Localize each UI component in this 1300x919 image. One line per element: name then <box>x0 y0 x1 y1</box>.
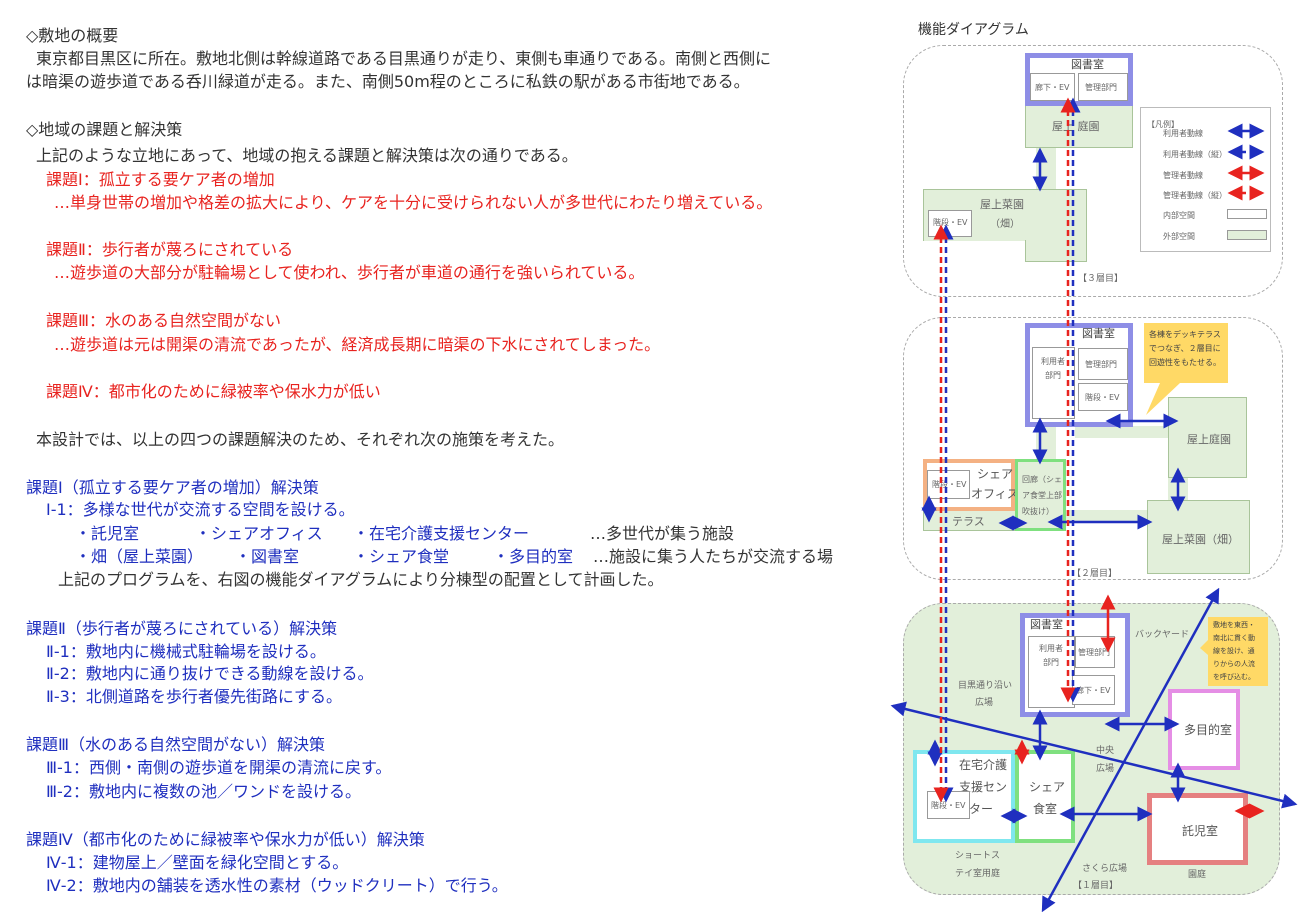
floor-label: 【３層目】 <box>1078 274 1124 284</box>
diagram-title: 機能ダイアグラム <box>918 22 1029 38</box>
legend-title: 【凡例】 <box>1147 120 1179 129</box>
deck <box>1075 426 1175 438</box>
program-item: ・シェアオフィス <box>195 524 323 543</box>
solution-item: Ⅰ-1：多様な世代が交流する空間を設ける。 <box>46 500 355 519</box>
issues-heading: ◇地域の課題と解決策 <box>26 120 183 139</box>
floor2-panel <box>903 317 1283 580</box>
callout-text: 回遊性をもたせる。 <box>1149 358 1221 367</box>
roof-farm-2f: 屋上菜園（畑） <box>1147 500 1250 574</box>
callout-2f: 各棟をデッキテラス でつなぎ、２層目に 回遊性をもたせる。 <box>1144 323 1228 383</box>
callout-text: を呼び込む。 <box>1213 673 1255 681</box>
legend-swatch-exterior <box>1227 230 1267 240</box>
short-stay-label: テイ室用庭 <box>955 869 1001 879</box>
legend-swatch-interior <box>1227 209 1267 219</box>
short-stay-label: ショートス <box>955 851 1001 861</box>
label: 管理部門 <box>1085 360 1117 369</box>
legend-item: 内部空間 <box>1163 211 1195 220</box>
program-item: ・シェア食堂 <box>353 547 450 566</box>
site-heading: ◇敷地の概要 <box>26 26 119 45</box>
admin-box: 管理部門 <box>1078 348 1128 380</box>
issues-intro: 上記のような立地にあって、地域の抱える課題と解決策は次の通りである。 <box>36 146 578 165</box>
solution-item: Ⅳ-2：敷地内の舗装を透水性の素材（ウッドクリート）で行う。 <box>46 876 508 895</box>
program-item: ・在宅介護支援センター <box>353 524 530 543</box>
floor-label: 【２層目】 <box>1072 569 1118 579</box>
solution-item: Ⅲ-2：敷地内に複数の池／ワンドを設ける。 <box>46 782 361 801</box>
issue-title: 課題Ⅱ：歩行者が蔑ろにされている <box>46 240 294 259</box>
roof-garden-2f: 屋上庭園 <box>1168 397 1247 478</box>
program-note: …多世代が集う施設 <box>590 524 735 543</box>
issue-detail: …単身世帯の増加や格差の拡大により、ケアを十分に受けられない人が多世代にわたり増… <box>54 193 773 212</box>
label: オフィス <box>971 487 1019 501</box>
site-text: 東京都目黒区に所在。敷地北側は幹線道路である目黒通りが走り、東側も車通りである。… <box>36 49 772 68</box>
label: ア食堂上部 <box>1022 491 1062 500</box>
program-note: …施設に集う人たちが交流する場 <box>593 547 834 566</box>
label: 管理部門 <box>1085 83 1117 92</box>
callout-text: 各棟をデッキテラス <box>1149 330 1221 339</box>
callout-text: 南北に貫く動 <box>1213 634 1255 642</box>
label: 屋上庭園 <box>1187 433 1231 446</box>
legend-item: 利用者動線 <box>1163 129 1203 138</box>
callout-text: りからの人流 <box>1213 660 1255 668</box>
label: 屋上菜園（畑） <box>1162 533 1239 546</box>
site-text: は暗渠の遊歩道である呑川緑道が走る。また、南側50m程のところに私鉄の駅がある市… <box>26 72 750 91</box>
legend-item: 利用者動線（縦） <box>1163 150 1227 159</box>
solution-title: 課題Ⅱ（歩行者が蔑ろにされている）解決策 <box>26 619 338 638</box>
callout-text: でつなぎ、２層目に <box>1149 344 1221 353</box>
floor3-panel <box>903 45 1283 297</box>
issue-title: 課題Ⅰ：孤立する要ケア者の増加 <box>46 170 275 189</box>
solution-item: Ⅱ-2：敷地内に通り抜けできる動線を設ける。 <box>46 664 374 683</box>
issue-detail: …遊歩道の大部分が駐輪場として使われ、歩行者が車道の通行を強いられている。 <box>54 263 645 282</box>
label: シェア <box>977 467 1014 481</box>
program-item: ・多目的室 <box>493 547 574 566</box>
issue-title: 課題Ⅳ：都市化のために緑被率や保水力が低い <box>46 382 381 401</box>
solution-item: Ⅱ-1：敷地内に機械式駐輪場を設ける。 <box>46 642 326 661</box>
legend-item: 管理者動線 <box>1163 171 1203 180</box>
label: 階段・EV <box>1085 393 1120 402</box>
callout-text: 敷地を東西・ <box>1213 621 1255 629</box>
design-intro: 本設計では、以上の四つの課題解決のため、それぞれ次の施策を考えた。 <box>36 430 565 449</box>
program-item: ・畑（屋上菜園） <box>75 547 204 566</box>
label: テラス <box>952 515 985 528</box>
solution-item: Ⅱ-3：北側道路を歩行者優先街路にする。 <box>46 687 342 706</box>
stairs-ev-box: 階段・EV <box>1078 383 1128 411</box>
label: 階段・EV <box>933 218 968 227</box>
label: 吹抜け） <box>1022 507 1054 516</box>
legend-item: 管理者動線（縦） <box>1163 191 1227 200</box>
label: 廊下・EV <box>1035 83 1070 92</box>
solution-title: 課題Ⅳ（都市化のために緑被率や保水力が低い）解決策 <box>26 830 425 849</box>
library-label: 図書室 <box>1082 327 1115 340</box>
program-item: ・図書室 <box>235 547 300 566</box>
callout-tail <box>1146 383 1180 415</box>
program-item: ・託児室 <box>75 524 140 543</box>
solution-item: Ⅳ-1：建物屋上／壁面を緑化空間とする。 <box>46 853 349 872</box>
legend-item: 外部空間 <box>1163 232 1195 241</box>
callout-text: 線を設け、通 <box>1213 647 1255 655</box>
plaza-label: 目黒通り沿い <box>958 681 1013 691</box>
label: 回廊（シェ <box>1022 475 1062 484</box>
library-label: 図書室 <box>1071 58 1104 71</box>
solution-title: 課題Ⅲ（水のある自然空間がない）解決策 <box>26 735 326 754</box>
label: 利用者 <box>1041 357 1065 366</box>
admin-box: 管理部門 <box>1078 73 1128 101</box>
callout-tail <box>1200 640 1208 655</box>
issue-detail: …遊歩道は元は開渠の清流であったが、経済成長期に暗渠の下水にされてしまった。 <box>54 335 661 354</box>
solution-title: 課題Ⅰ（孤立する要ケア者の増加）解決策 <box>26 478 319 497</box>
roof-farm-label: 屋上菜園 <box>980 198 1024 211</box>
east-west-axis <box>890 701 1298 809</box>
solution-item: Ⅲ-1：西側・南側の遊歩道を開渠の清流に戻す。 <box>46 758 392 777</box>
issue-title: 課題Ⅲ：水のある自然空間がない <box>46 311 282 330</box>
farm-label: （畑） <box>990 219 1020 230</box>
program-summary: 上記のプログラムを、右図の機能ダイアグラムにより分棟型の配置として計画した。 <box>58 570 664 589</box>
label: 部門 <box>1045 371 1061 380</box>
corridor-ev-box: 廊下・EV <box>1030 73 1075 101</box>
north-south-axis <box>1041 587 1220 913</box>
